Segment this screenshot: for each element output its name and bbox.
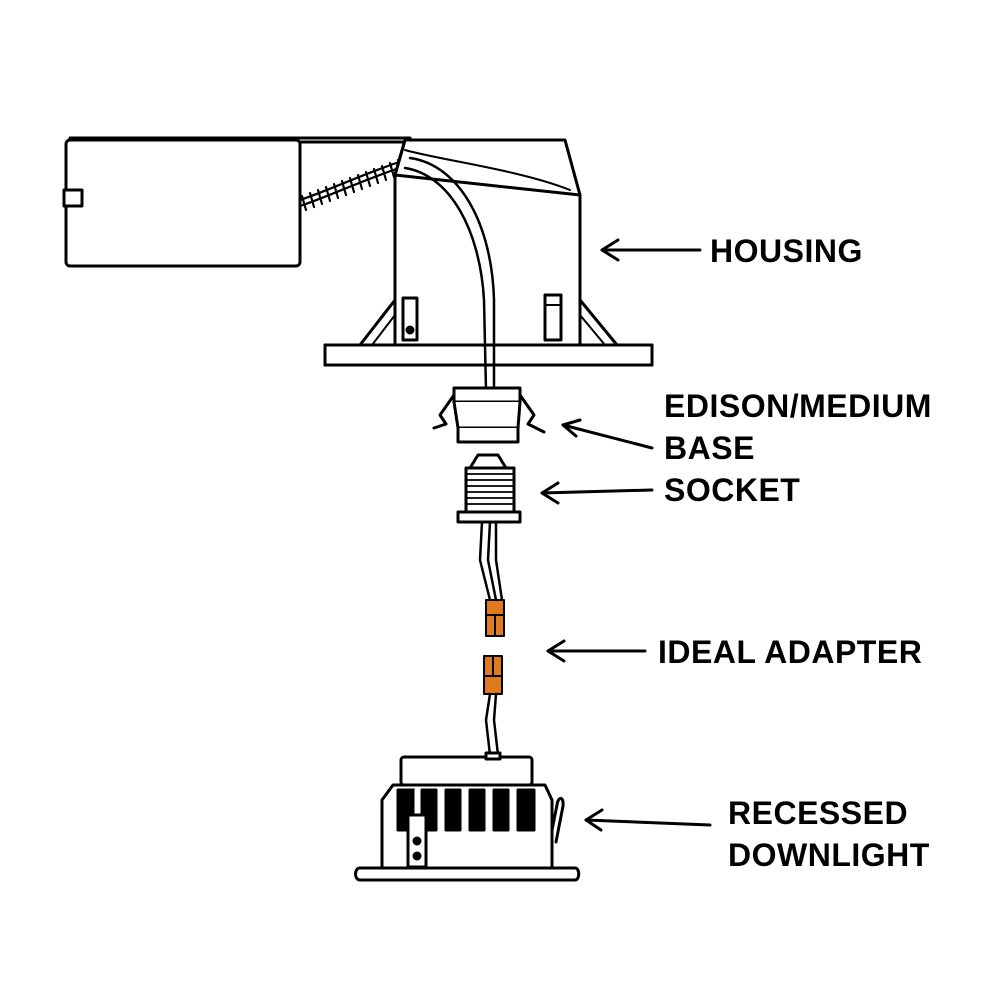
label-downlight: RECESSED DOWNLIGHT — [728, 792, 930, 876]
screw-base-adapter — [456, 453, 522, 602]
arrow-downlight — [584, 808, 712, 832]
label-ideal-adapter: IDEAL ADAPTER — [658, 634, 923, 670]
label-socket-line2: BASE — [664, 430, 755, 466]
housing-wires — [403, 156, 496, 392]
housing-clips — [401, 293, 563, 342]
junction-box — [62, 136, 412, 268]
label-socket-line3: SOCKET — [664, 472, 801, 508]
ideal-connector-lower — [483, 655, 503, 757]
label-downlight-line1: RECESSED — [728, 795, 909, 831]
flex-conduit — [298, 158, 407, 212]
edison-socket — [432, 386, 546, 444]
label-downlight-line2: DOWNLIGHT — [728, 837, 930, 873]
housing-mounting-plate — [323, 298, 654, 367]
label-housing: HOUSING — [710, 233, 863, 269]
ideal-connector-upper — [485, 599, 505, 637]
housing — [62, 136, 654, 392]
arrow-housing — [600, 238, 702, 262]
heat-sink-fins — [396, 788, 536, 832]
arrow-screw-adapter — [540, 481, 654, 505]
recessed-downlight — [354, 751, 581, 882]
label-socket: EDISON/MEDIUM BASE SOCKET — [664, 385, 932, 511]
arrow-socket — [561, 418, 654, 450]
arrow-adapter — [546, 639, 647, 663]
label-socket-line1: EDISON/MEDIUM — [664, 388, 932, 424]
